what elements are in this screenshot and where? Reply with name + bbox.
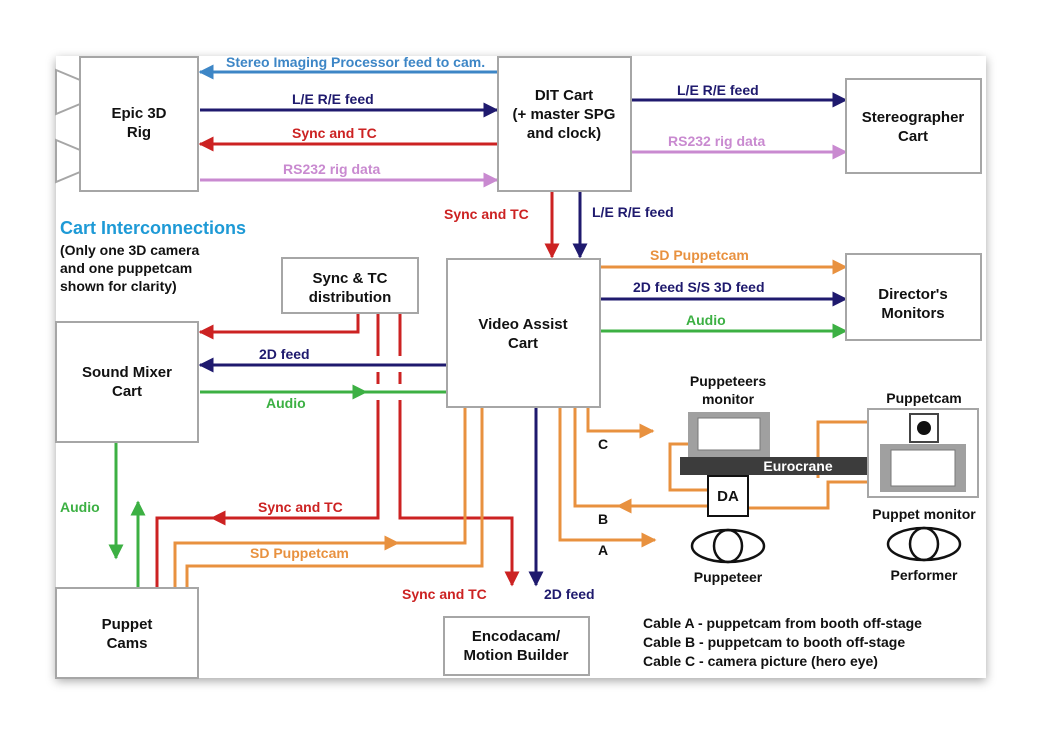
performer-label: Performer [891, 567, 958, 583]
legend-cable-b: Cable B - puppetcam to booth off-stage [643, 634, 905, 650]
puppeteers-monitor [688, 412, 770, 458]
sync-tc-label-enc: Sync and TC [402, 586, 487, 602]
stereo-proc-label: Stereo Imaging Processor feed to cam. [226, 54, 485, 70]
puppetcam-route-2 [738, 480, 868, 510]
puppeteer-eyes-icon [690, 528, 766, 564]
feed-2d-3d-label: 2D feed S/S 3D feed [633, 279, 765, 295]
sync-dist-to-sound [198, 313, 360, 340]
encodacam-label: Encodacam/Motion Builder [464, 628, 569, 664]
rs232-label-epic: RS232 rig data [283, 161, 380, 177]
sd-puppetcam-line-1 [173, 408, 467, 588]
puppeteer-label: Puppeteer [694, 569, 763, 585]
da-box: DA [707, 475, 749, 517]
sd-puppetcam-line-2 [185, 408, 484, 588]
sync-tc-label-epic: Sync and TC [292, 125, 377, 141]
eurocrane-label: Eurocrane [763, 458, 832, 474]
sd-puppetcam-label-dir: SD Puppetcam [650, 247, 749, 263]
sync-tc-label-down: Sync and TC [444, 206, 529, 222]
sync-dist-drop-2c [398, 400, 520, 587]
cable-a-label: A [598, 542, 608, 558]
rs232-label-stereo: RS232 rig data [668, 133, 765, 149]
legend-cable-c: Cable C - camera picture (hero eye) [643, 653, 878, 669]
le-re-feed-label-epic: L/E R/E feed [292, 91, 374, 107]
le-re-feed-label-down: L/E R/E feed [592, 204, 674, 220]
eurocrane-bar [680, 457, 868, 475]
puppetcam-route-3 [668, 442, 708, 492]
puppetcam-unit [867, 408, 979, 498]
sd-puppetcam-label-puppet: SD Puppetcam [250, 545, 349, 561]
audio-label-vertical: Audio [60, 499, 100, 515]
cable-b-line [573, 408, 708, 508]
cable-b-label: B [598, 511, 608, 527]
sync-dist-drop-1c [155, 400, 380, 588]
feed-2d-label-sound: 2D feed [259, 346, 310, 362]
cable-c-label: C [598, 436, 608, 452]
sync-tc-label-puppet: Sync and TC [258, 499, 343, 515]
encodacam-box[interactable]: Encodacam/Motion Builder [443, 616, 590, 676]
cable-c-line [586, 408, 655, 439]
cable-a-line [558, 408, 657, 548]
le-re-feed-label-stereo: L/E R/E feed [677, 82, 759, 98]
puppet-monitor-label: Puppet monitor [872, 506, 976, 522]
feed-2d-label-enc: 2D feed [544, 586, 595, 602]
cart-interconnections-title: Cart Interconnections [60, 218, 246, 238]
da-label: DA [717, 488, 739, 505]
audio-label-sound: Audio [266, 395, 306, 411]
performer-eyes-icon [886, 526, 962, 562]
puppetcam-label: Puppetcam [886, 390, 961, 406]
legend-cable-a: Cable A - puppetcam from booth off-stage [643, 615, 922, 631]
audio-label-dir: Audio [686, 312, 726, 328]
